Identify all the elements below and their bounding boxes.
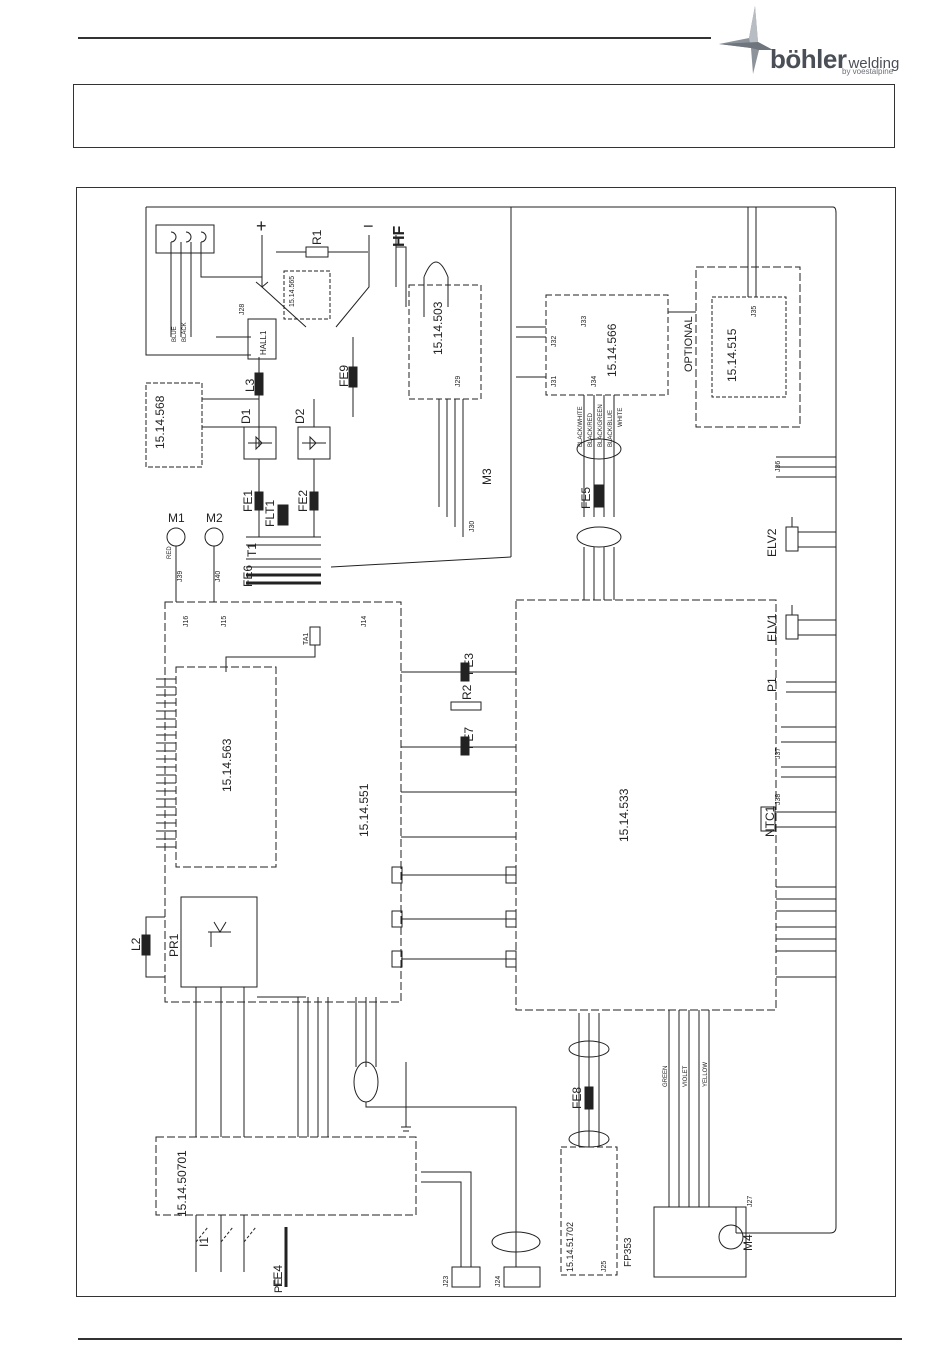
label-b566: 15.14.566 xyxy=(605,323,619,377)
conn-j28: J28 xyxy=(239,304,246,315)
label-b503: 15.14.503 xyxy=(431,301,445,355)
label-optional: OPTIONAL xyxy=(683,316,695,372)
label-m2: M2 xyxy=(206,511,223,525)
footer-rule xyxy=(78,1338,902,1340)
label-fe7: FE7 xyxy=(462,727,476,749)
label-hall1: HALL1 xyxy=(259,330,268,355)
brand-suffix: welding xyxy=(848,55,900,72)
label-d2: D2 xyxy=(293,408,307,424)
conn-j36: J36 xyxy=(775,461,782,472)
label-fe6: FE6 xyxy=(241,565,255,587)
label-l3: L3 xyxy=(243,378,257,392)
label-b515: 15.14.515 xyxy=(725,328,739,382)
brand-name: böhler xyxy=(770,44,847,74)
label-b50701: 15.14.50701 xyxy=(175,1150,189,1217)
brand-sub: by voestalpine xyxy=(842,67,894,76)
conn-j29: J29 xyxy=(455,376,462,387)
label-m4: M4 xyxy=(741,1234,755,1251)
label-plus: + xyxy=(256,216,267,236)
conn-j40: J40 xyxy=(215,571,222,582)
label-hf: HF xyxy=(391,225,408,247)
conn-j15: J15 xyxy=(221,616,228,627)
label-p1: P1 xyxy=(765,677,779,692)
conn-j24: J24 xyxy=(495,1276,502,1287)
label-fe2: FE2 xyxy=(296,490,310,512)
header-box xyxy=(73,84,895,148)
conn-j31: J31 xyxy=(551,376,558,387)
conn-j34: J34 xyxy=(591,376,598,387)
wire-red: RED xyxy=(167,546,173,559)
boehler-star-logo xyxy=(719,6,773,74)
diagram-frame xyxy=(76,187,896,1297)
label-b533: 15.14.533 xyxy=(617,788,631,842)
wire-bb: BLACK/BLUE xyxy=(608,410,614,447)
label-l2: L2 xyxy=(129,937,143,951)
label-b551: 15.14.551 xyxy=(357,783,371,837)
wiring-schematic: 15.14.503 15.14.566 15.14.515 OPTIONAL 1… xyxy=(129,206,837,1293)
wire-violet: VIOLET xyxy=(683,1065,689,1087)
label-m1: M1 xyxy=(168,511,185,525)
wire-white: WHITE xyxy=(618,408,624,427)
label-fe1: FE1 xyxy=(241,490,255,512)
label-b568: 15.14.568 xyxy=(153,395,167,449)
conn-j30: J30 xyxy=(469,521,476,532)
label-pe: PE xyxy=(273,1278,285,1293)
conn-j35: J35 xyxy=(751,306,758,317)
wire-green: GREEN xyxy=(663,1066,669,1087)
wire-bw: BLACK/WHITE xyxy=(578,406,584,447)
label-elv2: ELV2 xyxy=(765,528,779,557)
conn-j37: J37 xyxy=(775,748,782,759)
label-b51702: 15.14.51702 xyxy=(565,1222,575,1272)
conn-j16: J16 xyxy=(183,616,190,627)
wire-bg: BLACK/GREEN xyxy=(598,404,604,447)
label-m3: M3 xyxy=(480,468,494,485)
label-pr1: PR1 xyxy=(167,933,181,957)
label-fe3: FE3 xyxy=(462,653,476,675)
label-fe8: FE8 xyxy=(570,1087,584,1109)
label-b563: 15.14.563 xyxy=(220,738,234,792)
label-ta1: TA1 xyxy=(303,633,310,645)
wire-blue: BLUE xyxy=(172,326,178,342)
label-b565: 15.14.565 xyxy=(289,276,296,307)
label-d1: D1 xyxy=(239,408,253,424)
label-r1: R1 xyxy=(310,229,324,245)
label-fe5: FE5 xyxy=(579,487,593,509)
wire-br: BLACK/RED xyxy=(588,412,594,447)
conn-j32: J32 xyxy=(551,336,558,347)
conn-j14: J14 xyxy=(361,616,368,627)
conn-j27: J27 xyxy=(747,1196,754,1207)
label-fe9: FE9 xyxy=(337,365,351,387)
label-elv1: ELV1 xyxy=(765,613,779,642)
conn-j39: J39 xyxy=(177,571,184,582)
conn-j23: J23 xyxy=(443,1276,450,1287)
label-fe4: FE4 xyxy=(271,1265,285,1287)
label-i1: I1 xyxy=(197,1237,211,1247)
label-minus: − xyxy=(363,216,374,236)
label-t1: T1 xyxy=(245,543,259,557)
label-flt1: FLT1 xyxy=(263,500,277,527)
label-r2: R2 xyxy=(460,684,474,700)
wire-black: BLACK xyxy=(182,322,188,342)
label-fp353: FP353 xyxy=(623,1237,634,1267)
label-ntc1: NTC1 xyxy=(763,805,777,837)
conn-j33: J33 xyxy=(581,316,588,327)
header-rule xyxy=(78,37,711,39)
conn-j25: J25 xyxy=(601,1261,608,1272)
conn-j38: J38 xyxy=(775,794,782,805)
wire-yellow: YELLOW xyxy=(703,1062,709,1087)
